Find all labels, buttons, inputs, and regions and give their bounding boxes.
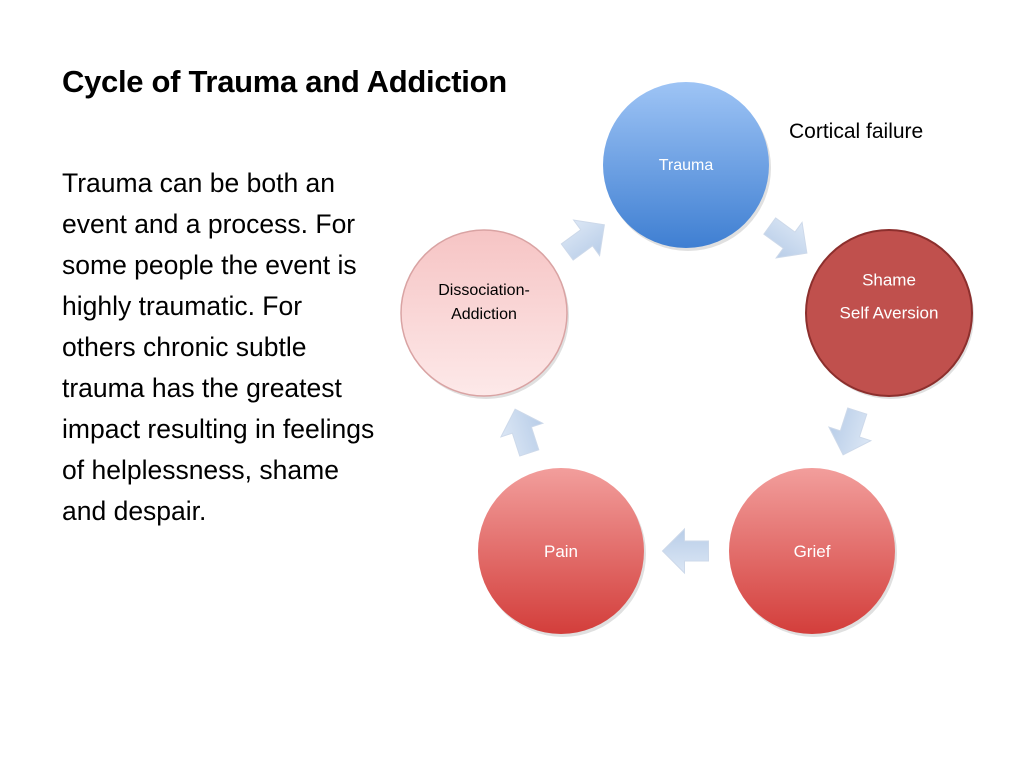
cycle-node-label: Pain xyxy=(544,542,578,561)
slide-body-text: Trauma can be both an event and a proces… xyxy=(62,168,375,526)
cycle-node-circle xyxy=(805,229,973,397)
cycle-node-circle xyxy=(478,468,644,634)
cycle-node-label: Trauma xyxy=(659,157,714,174)
cycle-node-label: Addiction xyxy=(451,306,517,323)
cycle-node-circle xyxy=(400,229,568,397)
cycle-node-label: Dissociation- xyxy=(438,282,530,299)
cortical-failure-annotation: Cortical failure xyxy=(789,120,924,143)
cycle-arrow-pain-to-dissociation-addiction xyxy=(499,408,545,457)
cycle-node-label: Grief xyxy=(794,542,831,561)
cycle-arrow-grief-to-pain xyxy=(661,527,709,575)
cycle-arrow-dissociation-addiction-to-trauma xyxy=(560,219,605,261)
cycle-node-dissociation-addiction: Dissociation- Addiction xyxy=(400,229,569,399)
cycle-node-grief: Grief xyxy=(729,468,897,637)
cycle-node-label: Shame xyxy=(862,271,916,290)
cycle-arrow-shame-to-grief xyxy=(827,407,873,456)
cycle-node-trauma: Trauma xyxy=(603,82,771,251)
cycle-node-label: Self Aversion xyxy=(840,304,939,323)
slide-title: Cycle of Trauma and Addiction xyxy=(62,64,507,99)
cycle-node-pain: Pain xyxy=(478,468,646,637)
cycle-node-circle xyxy=(603,82,769,248)
cycle-arrows xyxy=(499,217,873,575)
cycle-node-circle xyxy=(729,468,895,634)
cycle-arrow-trauma-to-shame xyxy=(763,217,808,259)
